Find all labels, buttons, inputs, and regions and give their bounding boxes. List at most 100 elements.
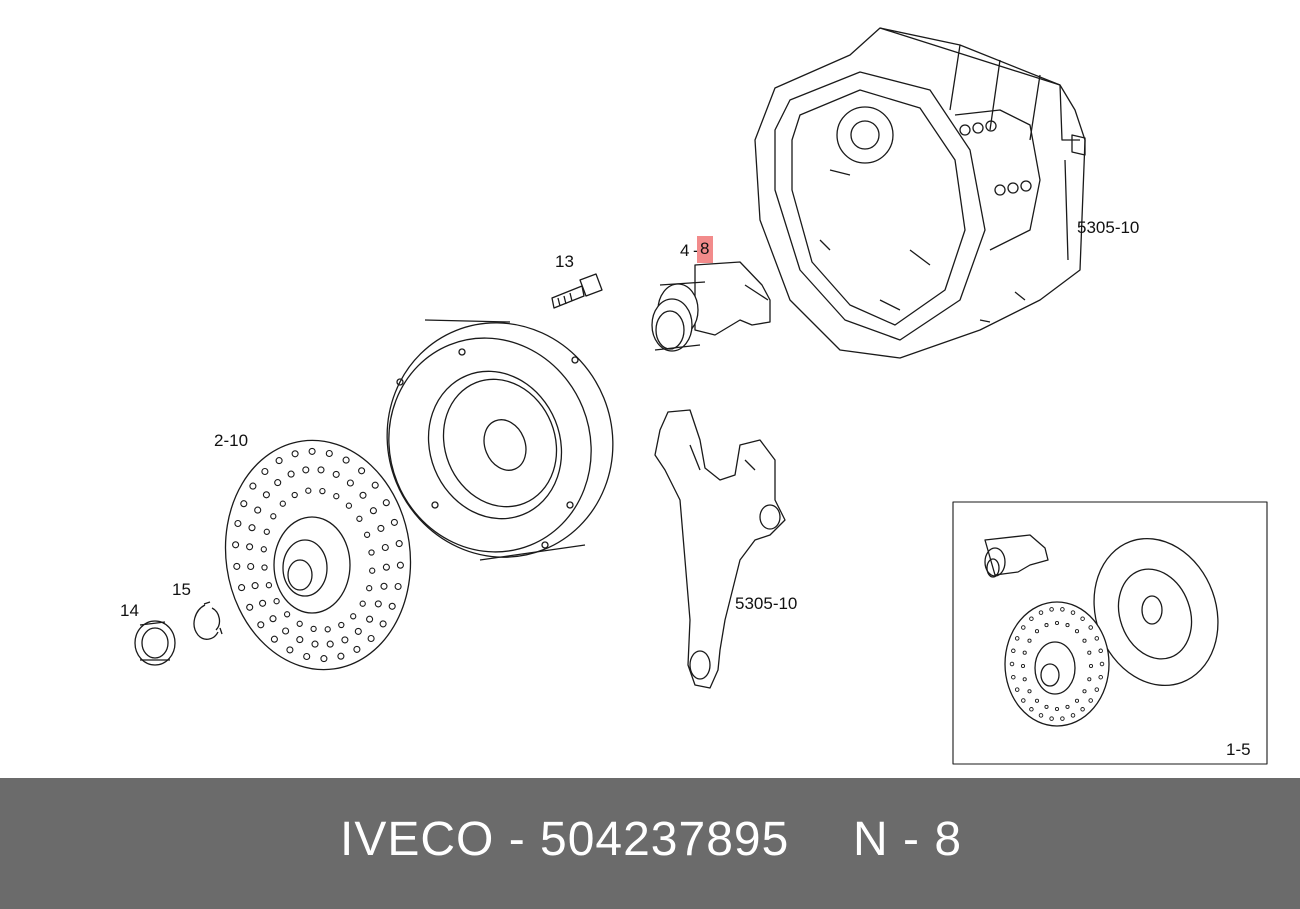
disc-hole bbox=[1029, 707, 1034, 712]
disc-hole bbox=[248, 524, 256, 532]
disc-hole bbox=[1029, 616, 1034, 621]
disc-hole bbox=[1044, 623, 1049, 628]
disc-hole bbox=[269, 615, 277, 623]
disc-hole bbox=[1082, 689, 1087, 694]
assembly-inset bbox=[952, 501, 1268, 765]
disc-hole bbox=[1087, 650, 1092, 655]
disc-hole bbox=[274, 479, 282, 487]
disc-hole bbox=[240, 500, 248, 508]
disc-hole bbox=[326, 640, 334, 648]
disc-hole bbox=[310, 625, 317, 633]
disc-hole bbox=[369, 567, 376, 574]
disc-hole bbox=[1060, 716, 1065, 721]
disc-hole bbox=[1080, 707, 1085, 712]
disc-hole bbox=[265, 582, 273, 589]
disc-hole bbox=[1011, 674, 1016, 680]
disc-hole bbox=[325, 449, 333, 458]
disc-hole bbox=[233, 562, 241, 570]
gearbox-housing bbox=[754, 27, 1086, 359]
disc-hole bbox=[1082, 638, 1087, 643]
callout-8-highlighted: 8 bbox=[697, 236, 714, 263]
disc-hole bbox=[345, 502, 353, 509]
disc-hole bbox=[291, 450, 299, 458]
disc-hole bbox=[282, 627, 290, 635]
callout-gearbox-housing: 5305-10 bbox=[1077, 218, 1140, 237]
exploded-parts-diagram: 13 4 - 8 5305-10 2-10 5305-10 15 14 1-5 bbox=[120, 27, 1268, 765]
disc-hole bbox=[381, 543, 389, 552]
disc-hole bbox=[279, 500, 286, 507]
disc-hole bbox=[380, 582, 388, 590]
disc-hole bbox=[379, 620, 387, 628]
disc-hole bbox=[1020, 663, 1026, 669]
disc-hole bbox=[302, 466, 310, 474]
disc-hole bbox=[1070, 610, 1076, 615]
disc-hole bbox=[342, 456, 350, 464]
disc-hole bbox=[1038, 610, 1044, 615]
disc-hole bbox=[1087, 677, 1092, 682]
disc-hole bbox=[1044, 704, 1049, 709]
disc-hole bbox=[296, 636, 304, 644]
release-fork bbox=[654, 409, 786, 689]
disc-hole bbox=[317, 466, 325, 474]
callout-14: 14 bbox=[120, 601, 139, 620]
disc-hole bbox=[319, 487, 326, 495]
callout-4: 4 bbox=[680, 241, 690, 260]
disc-hole bbox=[1022, 650, 1027, 655]
disc-hole bbox=[367, 634, 375, 643]
disc-hole bbox=[259, 599, 267, 607]
disc-hole bbox=[338, 621, 345, 629]
callout-separator: - bbox=[693, 241, 699, 260]
disc-hole bbox=[1074, 698, 1080, 703]
disc-hole bbox=[1080, 616, 1085, 621]
disc-hole bbox=[257, 621, 265, 629]
disc-hole bbox=[388, 602, 396, 610]
disc-hole bbox=[232, 541, 240, 549]
footer-bar: IVECO - 504237895 N - 8 bbox=[0, 778, 1300, 909]
disc-hole bbox=[377, 524, 385, 532]
disc-hole bbox=[374, 600, 382, 608]
disc-hole bbox=[246, 603, 254, 611]
disc-hole bbox=[363, 531, 371, 538]
disc-hole bbox=[1021, 698, 1026, 703]
callout-13: 13 bbox=[555, 252, 574, 271]
disc-hole bbox=[1054, 620, 1060, 626]
disc-hole bbox=[263, 528, 270, 535]
disc-hole bbox=[1038, 713, 1044, 718]
disc-hole bbox=[1094, 687, 1100, 692]
disc-hole bbox=[275, 457, 283, 465]
disc-hole bbox=[395, 540, 403, 548]
seal-ring bbox=[134, 620, 176, 666]
disc-hole bbox=[262, 491, 270, 499]
disc-hole bbox=[273, 598, 280, 605]
disc-hole bbox=[287, 470, 295, 478]
disc-hole bbox=[1009, 661, 1015, 667]
disc-hole bbox=[324, 626, 331, 633]
disc-hole bbox=[369, 507, 377, 515]
disc-hole bbox=[238, 584, 246, 592]
disc-hole bbox=[1060, 607, 1065, 612]
disc-hole bbox=[247, 562, 255, 571]
disc-hole bbox=[346, 479, 354, 487]
disc-hole bbox=[246, 543, 254, 551]
disc-hole bbox=[303, 652, 311, 661]
disc-hole bbox=[254, 506, 262, 514]
disc-hole bbox=[1014, 636, 1020, 641]
disc-hole bbox=[1099, 661, 1105, 667]
disc-hole bbox=[1065, 704, 1070, 709]
disc-hole bbox=[366, 615, 374, 623]
disc-hole bbox=[337, 652, 345, 660]
disc-hole bbox=[283, 611, 291, 618]
disc-hole bbox=[332, 470, 340, 478]
disc-hole bbox=[1088, 625, 1093, 630]
callout-2-10: 2-10 bbox=[214, 431, 249, 450]
disc-hole bbox=[270, 635, 278, 643]
disc-hole bbox=[261, 467, 269, 476]
disc-hole bbox=[270, 513, 277, 520]
disc-hole bbox=[356, 515, 363, 522]
disc-hole bbox=[1011, 648, 1016, 654]
disc-hole bbox=[260, 546, 267, 553]
disc-hole bbox=[1070, 713, 1076, 718]
disc-hole bbox=[354, 627, 362, 635]
disc-hole bbox=[249, 482, 257, 490]
disc-hole bbox=[366, 585, 373, 592]
